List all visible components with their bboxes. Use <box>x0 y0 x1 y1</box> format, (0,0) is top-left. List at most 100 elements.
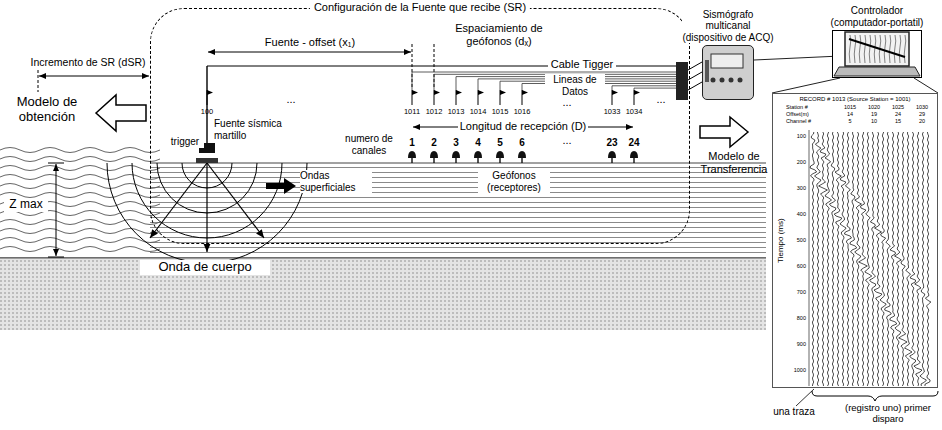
laptop-screen <box>845 32 909 66</box>
wave-zone <box>0 163 150 257</box>
geophone <box>630 151 638 163</box>
text-label: 5 <box>490 137 510 149</box>
text-label: 2 <box>424 137 444 149</box>
seismograph-knob <box>738 78 743 83</box>
seismic-trace <box>870 132 876 386</box>
screen-trace <box>899 35 901 63</box>
text-label: Channel # <box>786 118 834 124</box>
data-wire <box>612 86 676 90</box>
text-label: 3 <box>446 137 466 149</box>
text-label: 100 <box>195 108 219 117</box>
text-label: una traza <box>766 406 822 418</box>
text-label: ... <box>556 134 578 147</box>
text-label: 800 <box>789 315 806 321</box>
text-label: Lineas de Datos <box>545 74 605 97</box>
flag-tip <box>207 90 213 95</box>
screen-trace <box>894 35 896 63</box>
text-label: Modelo de Transferencia <box>694 150 774 175</box>
connector-line <box>772 78 938 93</box>
text-label: 500 <box>789 237 806 243</box>
geophone <box>608 151 616 163</box>
flag-tip <box>612 90 618 95</box>
seismic-trace <box>844 132 851 386</box>
text-label: 300 <box>789 185 806 191</box>
text-label: 1016 <box>509 108 535 117</box>
surface-wave-arrow <box>266 178 296 194</box>
strike-plate <box>196 158 218 163</box>
text-label: 900 <box>789 341 806 347</box>
flag-tip <box>456 90 462 95</box>
data-wire <box>634 88 676 90</box>
zmax-dimension <box>48 163 64 257</box>
geophone <box>408 151 416 163</box>
seismic-trace <box>925 132 931 386</box>
text-label: 10 <box>863 118 885 124</box>
text-label: Longitud de recepción (D) <box>458 120 588 133</box>
text-label: 1025 <box>887 104 909 110</box>
screen-trace <box>859 35 861 63</box>
seismic-trace <box>815 132 822 386</box>
time-axis <box>809 130 810 386</box>
geophone <box>430 151 438 163</box>
seismograph-knob <box>711 78 716 83</box>
connector-line <box>754 56 832 60</box>
surface-waves <box>0 148 160 252</box>
text-label: 1030 <box>911 104 933 110</box>
transfer-arrow <box>700 117 748 147</box>
body-wave-rays <box>150 163 264 252</box>
hammer-handle <box>206 66 207 144</box>
geophone <box>474 151 482 163</box>
text-label: Ondas superficiales <box>300 170 372 193</box>
body-wave-fronts <box>107 163 307 263</box>
seismic-trace <box>885 132 892 386</box>
text-label: 600 <box>789 263 806 269</box>
screen-trace <box>884 35 886 63</box>
seismograph-screen <box>711 54 743 68</box>
laptop-controller: Controlador (computador-portatil) <box>832 30 922 78</box>
text-label: 24 <box>887 111 909 117</box>
laptop-drawing <box>833 31 921 77</box>
text-label: 23 <box>602 137 622 149</box>
text-label: 24 <box>624 137 644 149</box>
lower-layer <box>0 258 766 330</box>
text-label: 200 <box>789 159 806 165</box>
dsr-dimension <box>38 70 149 92</box>
text-label: 1020 <box>863 104 885 110</box>
seismic-trace <box>890 132 897 386</box>
text-label: Espaciamiento de geófonos (dₓ) <box>444 22 554 47</box>
text-label: 14 <box>839 111 861 117</box>
seismic-trace <box>874 132 882 386</box>
flag-tip <box>522 90 528 95</box>
text-label: 1015 <box>487 108 513 117</box>
node-label: RECORD # 1013 (Source Station = 1001) <box>773 96 937 103</box>
text-label: 15 <box>887 118 909 124</box>
screen-trace <box>889 35 891 63</box>
seismic-trace <box>914 132 922 386</box>
seismograph-knob <box>729 78 734 83</box>
text-label: Cable Tigger <box>548 58 616 71</box>
screen-trace <box>874 35 876 63</box>
text-label: ... <box>650 93 672 106</box>
seismic-trace <box>905 132 913 386</box>
seismic-trace <box>920 132 927 386</box>
text-label: 19 <box>863 111 885 117</box>
text-label: Station # <box>786 104 834 110</box>
traces-brace <box>812 391 938 401</box>
plug-leads <box>688 62 702 90</box>
text-label: Modelo de obtención <box>0 95 94 125</box>
flag-tip <box>412 90 418 95</box>
flag-tip <box>478 90 484 95</box>
text-label: 1015 <box>839 104 861 110</box>
text-label: 400 <box>789 211 806 217</box>
text-label: 1000 <box>789 367 806 373</box>
spacing-guides <box>412 44 434 88</box>
data-wire <box>412 72 676 90</box>
text-label: Fuente - offset (x₁) <box>250 36 370 49</box>
obtention-arrow <box>96 95 146 131</box>
laptop-base <box>834 67 920 76</box>
seismograph-knob <box>720 78 725 83</box>
geophone <box>518 151 526 163</box>
seismic-trace <box>899 132 907 386</box>
seismograph-port <box>705 60 709 82</box>
